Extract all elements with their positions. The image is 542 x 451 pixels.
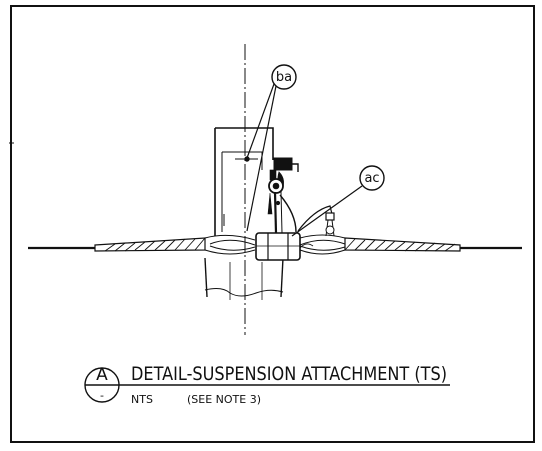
sheet-border [10, 5, 535, 443]
callout-ac: ac [291, 165, 385, 237]
scale-label: NTS [131, 393, 153, 406]
suspension-clamp [255, 232, 301, 261]
callout-ba-label: ba [276, 70, 292, 85]
pole-top [214, 127, 274, 236]
pole-bolt [235, 156, 258, 162]
callout-ba-bubble [271, 64, 297, 90]
conductor-left [28, 234, 256, 255]
sheet-reference: - [100, 389, 104, 402]
callout-ac-leader [291, 185, 363, 237]
conductor-right [299, 234, 522, 255]
detail-title-block: A - DETAIL-SUSPENSION ATTACHMENT (TS) NT… [84, 363, 450, 406]
callout-ac-label: ac [364, 171, 379, 186]
callout-ba-leader-2 [246, 85, 277, 232]
detail-title: DETAIL-SUSPENSION ATTACHMENT (TS) [131, 363, 447, 385]
callout-ba-leader-1 [246, 83, 275, 159]
detail-letter: A [96, 365, 108, 385]
callout-ba: ba [246, 64, 297, 232]
ground-lead [279, 194, 335, 249]
hanger-assembly [267, 157, 299, 234]
pole-base [204, 257, 284, 300]
note-reference: (SEE NOTE 3) [187, 393, 261, 406]
callout-ac-bubble [359, 165, 385, 191]
